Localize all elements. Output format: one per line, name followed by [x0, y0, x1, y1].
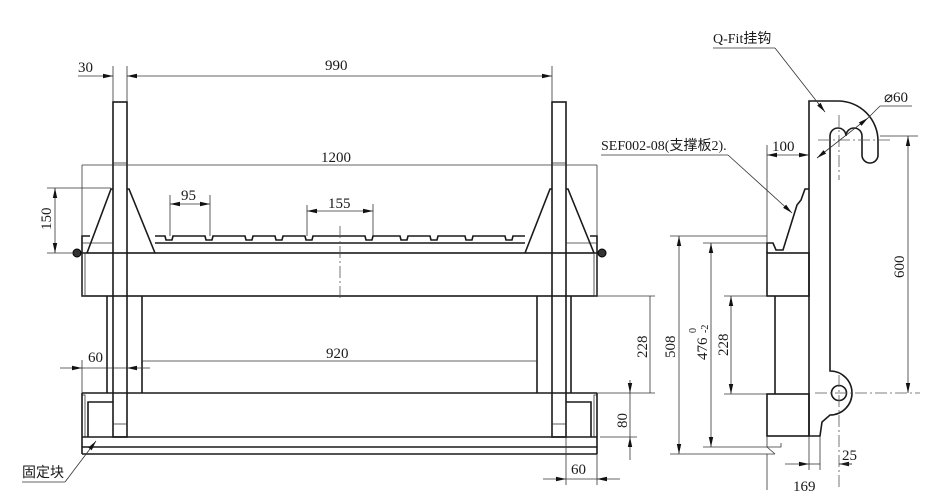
hook-plate — [808, 100, 879, 437]
dim-1200: 1200 — [321, 150, 351, 166]
dim-600: 600 — [892, 256, 908, 279]
tol-lower: -2 — [700, 325, 711, 333]
dim-920: 920 — [326, 346, 349, 362]
front-view: 30 990 1200 95 155 150 920 60 — [22, 58, 655, 485]
dim-60-left: 60 — [88, 350, 103, 366]
dim-80: 80 — [615, 413, 631, 428]
right-post — [551, 101, 567, 438]
left-post — [112, 101, 128, 438]
tol-upper: 0 — [688, 328, 699, 333]
dim-100: 100 — [772, 139, 795, 155]
dim-155: 155 — [328, 196, 351, 212]
dim-95: 95 — [181, 188, 196, 204]
left-gusset — [86, 188, 156, 254]
front-dimensions: 30 990 1200 95 155 150 920 60 — [39, 58, 655, 485]
top-beam — [81, 252, 598, 297]
dim-25: 25 — [842, 448, 857, 464]
dim-169: 169 — [793, 479, 816, 493]
dim-990: 990 — [325, 58, 348, 74]
dim-228-front: 228 — [635, 336, 651, 359]
hook-rack — [155, 235, 525, 241]
side-dimensions: 508 476 0 -2 228 100 600 ⌀60 25 169 — [663, 90, 918, 493]
lower-block — [766, 393, 810, 437]
dim-diameter-60: ⌀60 — [884, 90, 908, 106]
dim-508: 508 — [663, 336, 679, 359]
upper-block — [766, 252, 810, 297]
dim-476: 476 — [695, 337, 711, 360]
dim-150: 150 — [39, 208, 55, 231]
label-fixed-block: 固定块 — [22, 465, 64, 481]
support-plate — [766, 188, 809, 253]
label-support-plate: SEF002-08(支撑板2). — [601, 138, 727, 154]
label-hook: Q-Fit挂钩 — [713, 31, 771, 47]
side-view: 508 476 0 -2 228 100 600 ⌀60 25 169 — [601, 31, 920, 493]
dim-30: 30 — [78, 60, 93, 76]
fixed-block — [87, 401, 113, 437]
dim-228-side: 228 — [716, 334, 732, 357]
dim-60-right: 60 — [571, 462, 586, 478]
right-gusset — [524, 188, 595, 254]
right-pin-icon — [597, 248, 607, 258]
